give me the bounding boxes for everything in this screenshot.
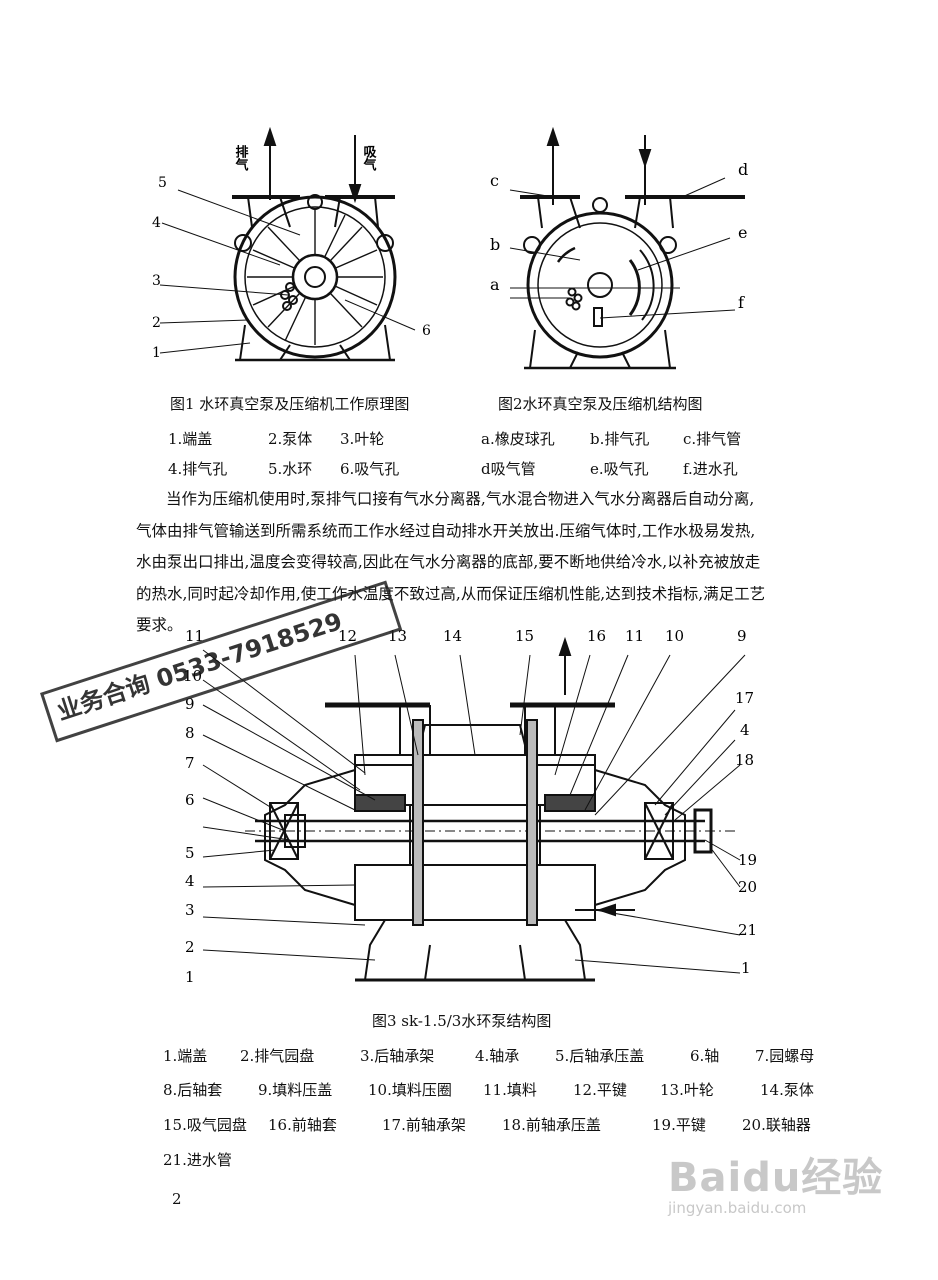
legend3-item: 10.填料压圈 [368,1081,452,1099]
legend12-item: a.橡皮球孔 [481,430,555,448]
figure-2-caption: 图2水环真空泵及压缩机结构图 [498,395,703,413]
paragraph-line: 水由泵出口排出,温度会变得较高,因此在气水分离器的底部,要不断地供给冷水,以补充… [136,553,761,571]
fig3-callout-top: 14 [443,627,462,645]
fig3-callout-left: 6 [185,791,195,809]
fig2-callout-b: b [490,235,500,254]
fig1-callout-2: 2 [152,315,161,331]
paragraph-line: 要求。 [136,616,183,634]
legend3-item: 6.轴 [690,1047,720,1065]
fig2-callout-a: a [490,275,500,294]
fig3-callout-left: 9 [185,695,195,713]
page-number: 2 [172,1190,182,1208]
legend3-item: 5.后轴承压盖 [555,1047,645,1065]
fig2-callout-c: c [490,171,499,190]
watermark-url: jingyan.baidu.com [668,1199,807,1217]
fig3-callout-left: 7 [185,754,195,772]
legend12-item: 4.排气孔 [168,460,228,478]
legend12-item: b.排气孔 [590,430,650,448]
legend3-item: 2.排气园盘 [240,1047,315,1065]
legend12-item: 6.吸气孔 [340,460,400,478]
legend3-item: 9.填料压盖 [258,1081,333,1099]
legend12-item: c.排气管 [683,430,742,448]
legend12-item: 3.叶轮 [340,430,385,448]
paragraph-line: 气体由排气管输送到所需系统而工作水经过自动排水开关放出.压缩气体时,工作水极易发… [136,521,756,540]
legend3-item: 7.园螺母 [755,1047,815,1065]
legend12-item: 5.水环 [268,460,313,478]
fig3-callout-top: 9 [737,627,747,645]
legend3-item: 12.平键 [573,1081,627,1099]
fig3-callout-top: 11 [625,627,644,645]
fig3-callout-left: 8 [185,724,195,742]
legend12-item: f.进水孔 [683,460,738,478]
fig3-callout-top: 15 [515,627,534,645]
figure-3-diagram: 11 12 13 14 15 16 11 10 9 10 9 8 7 6 5 4… [183,627,757,986]
fig1-callout-5: 5 [158,175,167,191]
fig3-callout-left: 3 [185,901,195,919]
fig3-callout-right: 4 [740,721,750,739]
fig1-callout-3: 3 [152,273,161,289]
fig3-callout-left: 5 [185,844,195,862]
fig2-callout-e: e [738,223,747,242]
legend3-item: 1.端盖 [163,1047,208,1065]
legend3-item: 4.轴承 [475,1047,520,1065]
legend12-item: d吸气管 [481,460,536,478]
fig2-callout-f: f [738,293,745,312]
fig3-callout-right: 21 [738,921,757,939]
fig3-callout-left: 4 [185,872,195,890]
fig3-callout-top: 13 [388,627,407,645]
legend3-item: 19.平键 [652,1116,706,1134]
legend3-item: 8.后轴套 [163,1081,223,1099]
legend3-item: 21.进水管 [163,1151,232,1169]
fig3-callout-left: 2 [185,938,195,956]
legend3-item: 13.叶轮 [660,1081,714,1099]
fig3-callout-right: 20 [738,878,757,896]
fig3-callout-right: 18 [735,751,754,769]
legend3-item: 14.泵体 [760,1081,814,1099]
legend12-item: 2.泵体 [268,430,313,448]
fig3-callout-top: 11 [185,627,204,645]
figure-1-caption: 图1 水环真空泵及压缩机工作原理图 [170,395,410,413]
body-paragraph: 当作为压缩机使用时,泵排气口接有气水分离器,气水混合物进入气水分离器后自动分离,… [136,484,826,642]
legend3-item: 18.前轴承压盖 [502,1116,601,1134]
fig1-top-label-intake: 吸气 [361,145,377,172]
fig3-callout-left: 10 [183,667,202,685]
legend3-item: 15.吸气园盘 [163,1116,247,1134]
legend3-item: 11.填料 [483,1081,537,1099]
legend3-item: 3.后轴承架 [360,1047,435,1065]
fig1-callout-4: 4 [152,215,161,231]
fig1-callout-6: 6 [422,323,431,339]
paragraph-line: 的热水,同时起冷却作用,使工作水温度不致过高,从而保证压缩机性能,达到技术指标,… [136,584,766,603]
baidu-watermark: Baidu经验 jingyan.baidu.com [668,1145,883,1217]
fig3-callout-top: 16 [587,627,606,645]
fig3-callout-top: 12 [338,627,357,645]
paragraph-line: 当作为压缩机使用时,泵排气口接有气水分离器,气水混合物进入气水分离器后自动分离, [166,490,755,508]
legend3-item: 20.联轴器 [742,1116,811,1134]
fig3-callout-right: 19 [738,851,757,869]
fig3-callout-left: 1 [185,968,195,986]
legend3-item: 16.前轴套 [268,1116,337,1134]
figure-1-diagram: 排气 吸气 5 4 3 2 1 6 [152,126,431,362]
fig3-callout-right: 17 [735,689,754,707]
legend3-item: 17.前轴承架 [382,1116,466,1134]
fig1-top-label-exhaust: 排气 [233,144,249,172]
fig1-callout-1: 1 [152,345,161,361]
legend12-item: 1.端盖 [168,430,213,448]
watermark-logo: Baidu经验 [668,1155,884,1201]
fig3-callout-right: 1 [741,959,751,977]
figure-2-diagram: c d b e a f [490,126,748,370]
fig3-callout-top: 10 [665,627,684,645]
legend12-item: e.吸气孔 [590,460,649,478]
fig2-callout-d: d [738,160,748,179]
figure-3-caption: 图3 sk-1.5/3水环泵结构图 [372,1012,552,1030]
